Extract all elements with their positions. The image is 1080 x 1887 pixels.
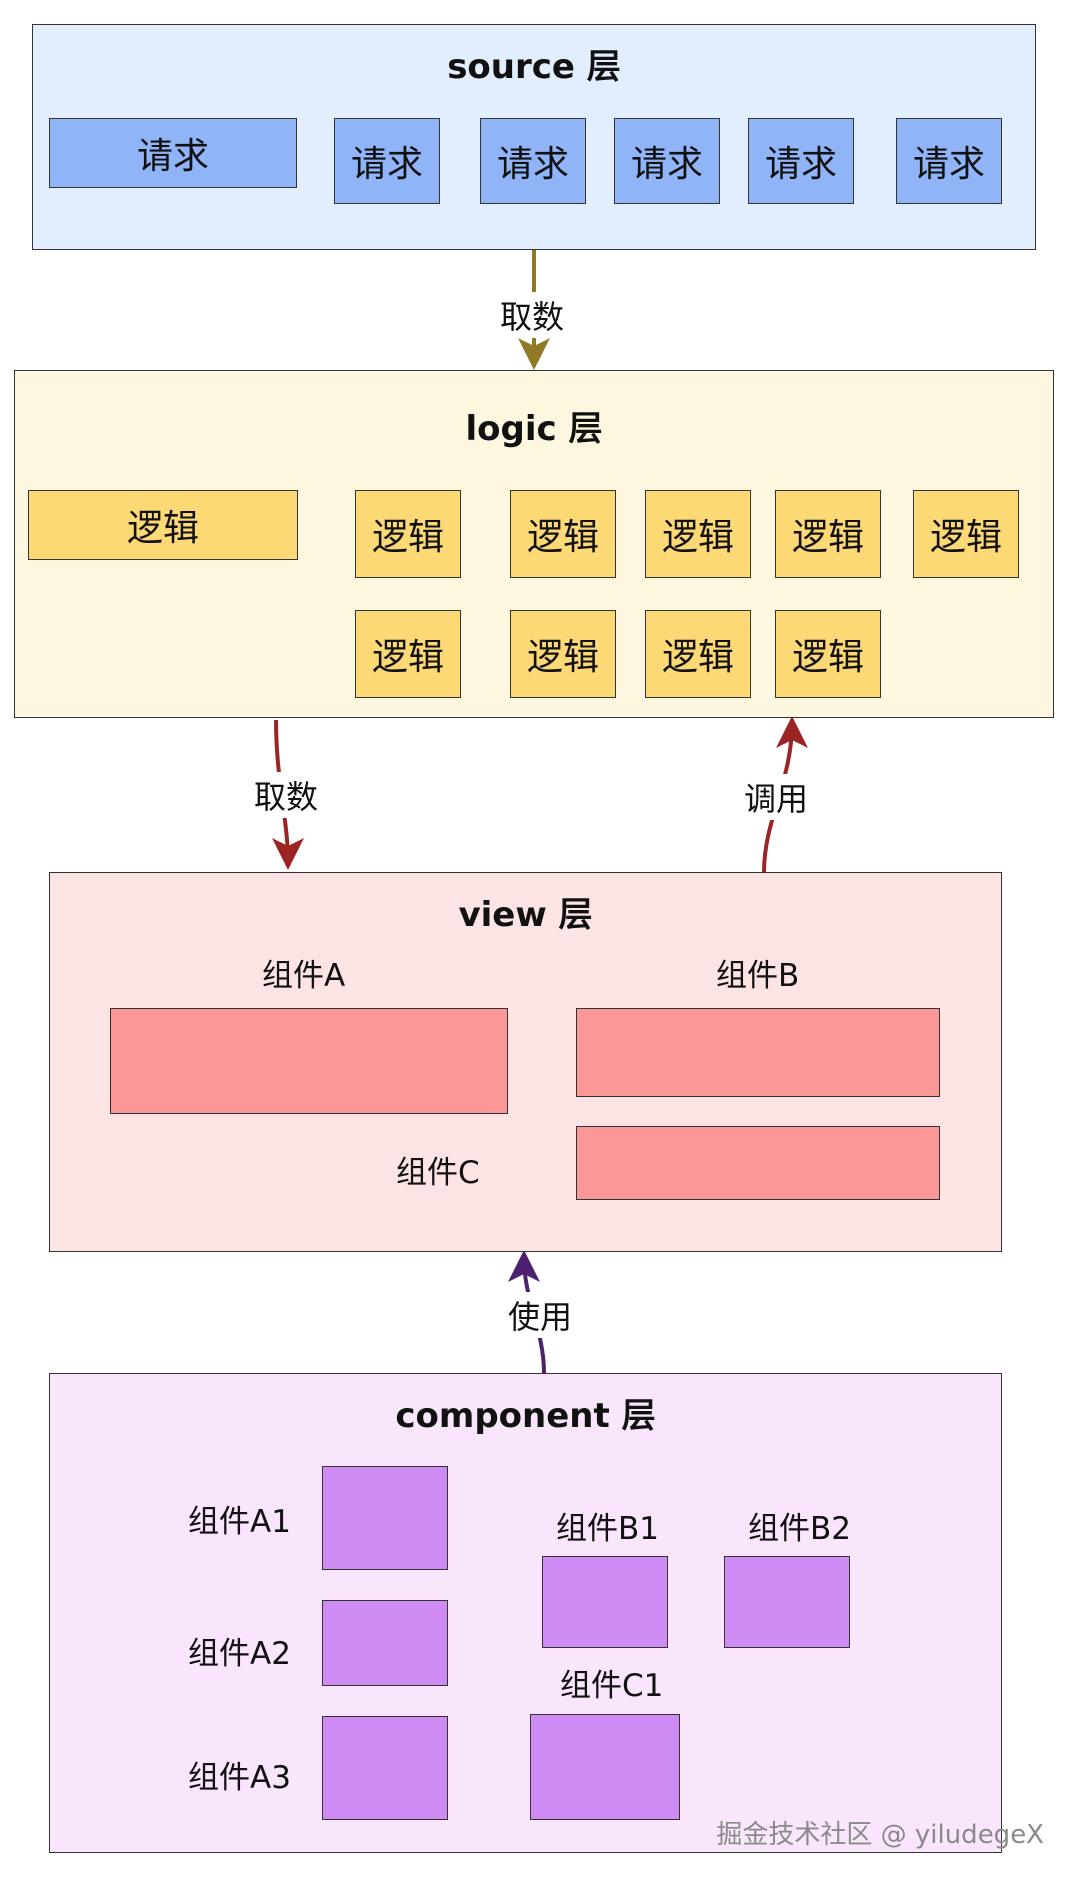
component-label-c: 组件C [396, 1155, 480, 1191]
view-component-b-box [576, 1008, 940, 1097]
component-label-b2: 组件B2 [748, 1511, 851, 1547]
request-box: 请求 [748, 118, 854, 204]
view-layer-title: view 层 [458, 895, 593, 935]
logic-layer-title: logic 层 [465, 409, 603, 449]
logic-box: 逻辑 [355, 490, 461, 578]
request-box: 请求 [334, 118, 440, 204]
component-a2-box [322, 1600, 448, 1686]
logic-box: 逻辑 [510, 490, 616, 578]
edge-label-component-view: 使用 [504, 1292, 577, 1338]
logic-box: 逻辑 [645, 610, 751, 698]
logic-box: 逻辑 [645, 490, 751, 578]
view-component-a-box [110, 1008, 508, 1114]
component-b1-box [542, 1556, 668, 1648]
edge-label-source-logic: 取数 [496, 292, 569, 338]
component-a3-box [322, 1716, 448, 1820]
logic-box: 逻辑 [28, 490, 298, 560]
component-b2-box [724, 1556, 850, 1648]
edge-label-view-logic: 调用 [740, 774, 813, 820]
component-a1-box [322, 1466, 448, 1570]
request-box: 请求 [49, 118, 297, 188]
source-layer-title: source 层 [447, 47, 621, 87]
component-c1-box [530, 1714, 680, 1820]
component-label-a3: 组件A3 [188, 1760, 291, 1796]
watermark: 掘金技术社区 @ yiludegeX [716, 1820, 1044, 1850]
logic-box: 逻辑 [775, 490, 881, 578]
component-label-c1: 组件C1 [560, 1668, 664, 1704]
component-label-a1: 组件A1 [188, 1504, 291, 1540]
component-label-a2: 组件A2 [188, 1636, 291, 1672]
logic-box: 逻辑 [510, 610, 616, 698]
component-layer-title: component 层 [395, 1396, 656, 1436]
edge-label-logic-view: 取数 [250, 772, 323, 818]
component-label-b: 组件B [716, 958, 800, 994]
logic-box: 逻辑 [775, 610, 881, 698]
logic-box: 逻辑 [913, 490, 1019, 578]
request-box: 请求 [480, 118, 586, 204]
component-label-b1: 组件B1 [556, 1511, 659, 1547]
request-box: 请求 [614, 118, 720, 204]
view-component-c-box [576, 1126, 940, 1200]
request-box: 请求 [896, 118, 1002, 204]
component-label-a: 组件A [262, 958, 346, 994]
logic-box: 逻辑 [355, 610, 461, 698]
